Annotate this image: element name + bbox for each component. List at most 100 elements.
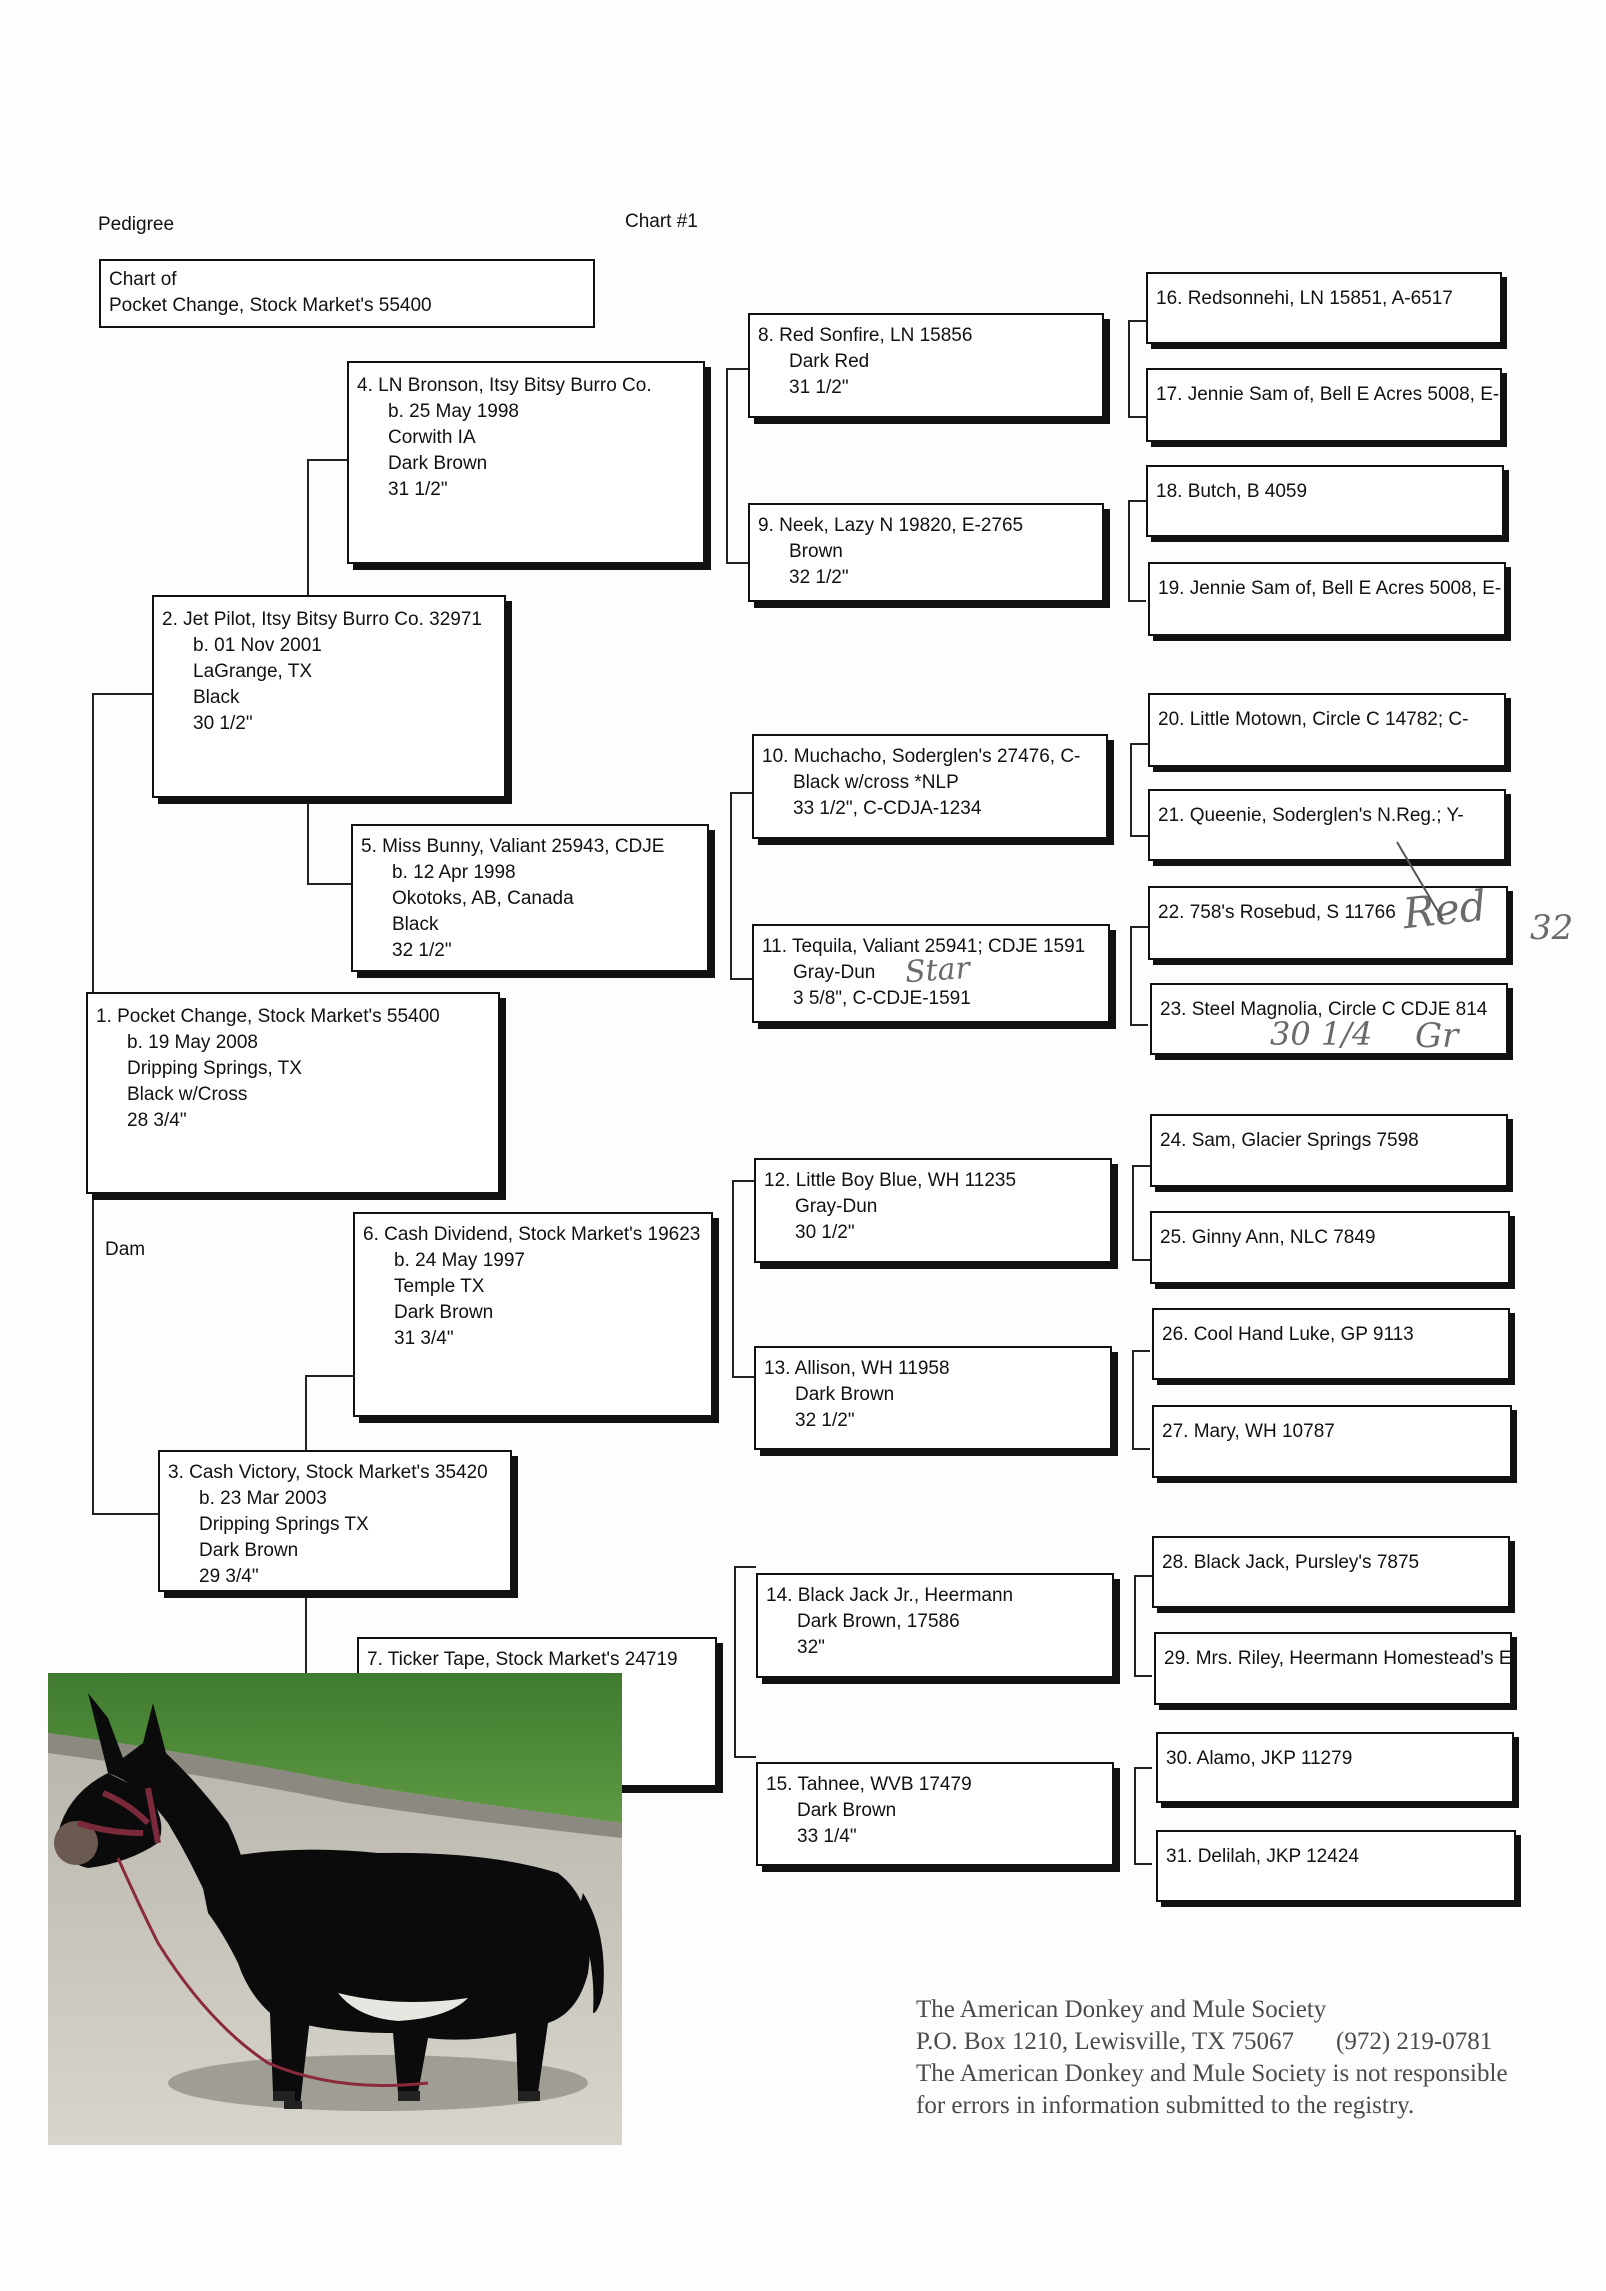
animal-9-box: 9. Neek, Lazy N 19820, E-2765 Brown 32 1… <box>748 503 1104 602</box>
animal-16-name: 16. Redsonnehi, LN 15851, A-6517 <box>1156 288 1453 309</box>
animal-17-box: 17. Jennie Sam of, Bell E Acres 5008, E- <box>1146 368 1502 442</box>
animal-2-place: LaGrange, TX <box>193 661 313 682</box>
animal-27-box: 27. Mary, WH 10787 <box>1152 1405 1512 1478</box>
animal-3-birth: b. 23 Mar 2003 <box>199 1488 327 1509</box>
animal-8-height: 31 1/2" <box>789 377 849 398</box>
animal-21-box: 21. Queenie, Soderglen's N.Reg.; Y- <box>1148 789 1506 861</box>
animal-30-box: 30. Alamo, JKP 11279 <box>1156 1732 1514 1803</box>
animal-4-place: Corwith IA <box>388 427 476 448</box>
animal-15-name: 15. Tahnee, WVB 17479 <box>766 1774 972 1795</box>
animal-29-name: 29. Mrs. Riley, Heermann Homestead's E- <box>1164 1648 1512 1669</box>
handwritten-color: Gr <box>1415 1016 1459 1056</box>
animal-12-color: Gray-Dun <box>795 1196 878 1217</box>
chart-of-box: Chart of Pocket Change, Stock Market's 5… <box>99 259 595 328</box>
animal-12-height: 30 1/2" <box>795 1222 855 1243</box>
animal-5-name: 5. Miss Bunny, Valiant 25943, CDJE <box>361 836 665 857</box>
handwritten-margin-note: 32 <box>1530 908 1574 948</box>
animal-6-height: 31 3/4" <box>394 1328 454 1349</box>
animal-8-color: Dark Red <box>789 351 870 372</box>
page-heading: Pedigree <box>98 214 175 235</box>
animal-28-box: 28. Black Jack, Pursley's 7875 <box>1152 1536 1510 1608</box>
animal-21-name: 21. Queenie, Soderglen's N.Reg.; Y- <box>1158 805 1464 826</box>
animal-5-birth: b. 12 Apr 1998 <box>392 862 516 883</box>
animal-26-box: 26. Cool Hand Luke, GP 9113 <box>1152 1308 1510 1380</box>
animal-27-name: 27. Mary, WH 10787 <box>1162 1421 1335 1442</box>
animal-1-height: 28 3/4" <box>127 1110 187 1131</box>
animal-14-color: Dark Brown, 17586 <box>797 1611 960 1632</box>
animal-3-color: Dark Brown <box>199 1540 299 1561</box>
animal-25-name: 25. Ginny Ann, NLC 7849 <box>1160 1227 1376 1248</box>
animal-6-color: Dark Brown <box>394 1302 494 1323</box>
animal-20-box: 20. Little Motown, Circle C 14782; C- <box>1148 693 1506 767</box>
animal-11-color: Gray-Dun <box>793 962 876 983</box>
footer-disclaimer-2: for errors in information submitted to t… <box>916 2092 1415 2119</box>
animal-28-name: 28. Black Jack, Pursley's 7875 <box>1162 1552 1420 1573</box>
animal-15-height: 33 1/4" <box>797 1826 857 1847</box>
animal-11-name: 11. Tequila, Valiant 25941; CDJE 1591 <box>762 936 1086 957</box>
animal-3-name: 3. Cash Victory, Stock Market's 35420 <box>168 1462 488 1483</box>
animal-30-name: 30. Alamo, JKP 11279 <box>1166 1748 1353 1769</box>
animal-16-box: 16. Redsonnehi, LN 15851, A-6517 <box>1146 272 1502 344</box>
animal-2-color: Black <box>193 687 240 708</box>
footer-phone: (972) 219-0781 <box>1336 2028 1493 2055</box>
animal-5-box: 5. Miss Bunny, Valiant 25943, CDJE b. 12… <box>351 824 709 972</box>
animal-3-place: Dripping Springs TX <box>199 1514 369 1535</box>
animal-14-box: 14. Black Jack Jr., Heermann Dark Brown,… <box>756 1573 1114 1678</box>
animal-11-box: 11. Tequila, Valiant 25941; CDJE 1591 Gr… <box>752 924 1110 1023</box>
animal-17-name: 17. Jennie Sam of, Bell E Acres 5008, E- <box>1156 384 1500 405</box>
handwritten-slash-mark <box>1396 841 1444 921</box>
animal-1-box: 1. Pocket Change, Stock Market's 55400 b… <box>86 992 500 1194</box>
animal-14-height: 32" <box>797 1637 825 1658</box>
animal-13-color: Dark Brown <box>795 1384 895 1405</box>
animal-1-place: Dripping Springs, TX <box>127 1058 302 1079</box>
dam-label: Dam <box>105 1239 146 1260</box>
animal-3-box: 3. Cash Victory, Stock Market's 35420 b.… <box>158 1450 512 1592</box>
animal-23-box: 23. Steel Magnolia, Circle C CDJE 814 <box>1150 983 1508 1055</box>
animal-6-box: 6. Cash Dividend, Stock Market's 19623 b… <box>353 1212 713 1417</box>
animal-13-box: 13. Allison, WH 11958 Dark Brown 32 1/2" <box>754 1346 1112 1450</box>
society-footer: The American Donkey and Mule Society P.O… <box>916 1994 1508 2122</box>
chart-of-subject: Pocket Change, Stock Market's 55400 <box>109 295 432 316</box>
animal-26-name: 26. Cool Hand Luke, GP 9113 <box>1162 1324 1414 1345</box>
animal-5-color: Black <box>392 914 439 935</box>
donkey-photo <box>48 1673 622 2145</box>
animal-10-box: 10. Muchacho, Soderglen's 27476, C- Blac… <box>752 734 1108 839</box>
animal-10-name: 10. Muchacho, Soderglen's 27476, C- <box>762 746 1081 767</box>
chart-number: Chart #1 <box>625 211 698 232</box>
footer-society-name: The American Donkey and Mule Society <box>916 1996 1327 2023</box>
animal-3-height: 29 3/4" <box>199 1566 259 1587</box>
animal-1-name: 1. Pocket Change, Stock Market's 55400 <box>96 1006 440 1027</box>
handwritten-height: 30 1/4 <box>1270 1015 1373 1053</box>
animal-5-place: Okotoks, AB, Canada <box>392 888 574 909</box>
animal-29-box: 29. Mrs. Riley, Heermann Homestead's E- <box>1154 1632 1512 1705</box>
animal-4-color: Dark Brown <box>388 453 488 474</box>
animal-24-box: 24. Sam, Glacier Springs 7598 <box>1150 1114 1508 1187</box>
animal-13-name: 13. Allison, WH 11958 <box>764 1358 950 1379</box>
animal-14-name: 14. Black Jack Jr., Heermann <box>766 1585 1014 1606</box>
animal-9-name: 9. Neek, Lazy N 19820, E-2765 <box>758 515 1024 536</box>
animal-22-name: 22. 758's Rosebud, S 11766 <box>1158 902 1396 923</box>
animal-8-name: 8. Red Sonfire, LN 15856 <box>758 325 973 346</box>
animal-9-color: Brown <box>789 541 843 562</box>
animal-6-name: 6. Cash Dividend, Stock Market's 19623 <box>363 1224 701 1245</box>
animal-15-box: 15. Tahnee, WVB 17479 Dark Brown 33 1/4" <box>756 1762 1114 1866</box>
animal-12-name: 12. Little Boy Blue, WH 11235 <box>764 1170 1017 1191</box>
animal-23-name: 23. Steel Magnolia, Circle C CDJE 814 <box>1160 999 1488 1020</box>
animal-10-color: Black w/cross *NLP <box>793 772 959 793</box>
animal-31-name: 31. Delilah, JKP 12424 <box>1166 1846 1359 1867</box>
animal-24-name: 24. Sam, Glacier Springs 7598 <box>1160 1130 1419 1151</box>
chart-of-label: Chart of <box>109 269 177 290</box>
animal-2-height: 30 1/2" <box>193 713 253 734</box>
animal-25-box: 25. Ginny Ann, NLC 7849 <box>1150 1211 1510 1284</box>
animal-10-height: 33 1/2", C-CDJA-1234 <box>793 798 982 819</box>
animal-6-birth: b. 24 May 1997 <box>394 1250 525 1271</box>
animal-2-name: 2. Jet Pilot, Itsy Bitsy Burro Co. 32971 <box>162 609 482 630</box>
animal-22-box: 22. 758's Rosebud, S 11766 <box>1148 886 1508 960</box>
footer-address: P.O. Box 1210, Lewisville, TX 75067 <box>916 2028 1295 2055</box>
animal-4-box: 4. LN Bronson, Itsy Bitsy Burro Co. b. 2… <box>347 361 705 564</box>
animal-18-name: 18. Butch, B 4059 <box>1156 481 1308 502</box>
animal-19-name: 19. Jennie Sam of, Bell E Acres 5008, E- <box>1158 578 1502 599</box>
animal-5-height: 32 1/2" <box>392 940 452 961</box>
animal-6-place: Temple TX <box>394 1276 485 1297</box>
handwritten-star: Star <box>903 950 971 991</box>
